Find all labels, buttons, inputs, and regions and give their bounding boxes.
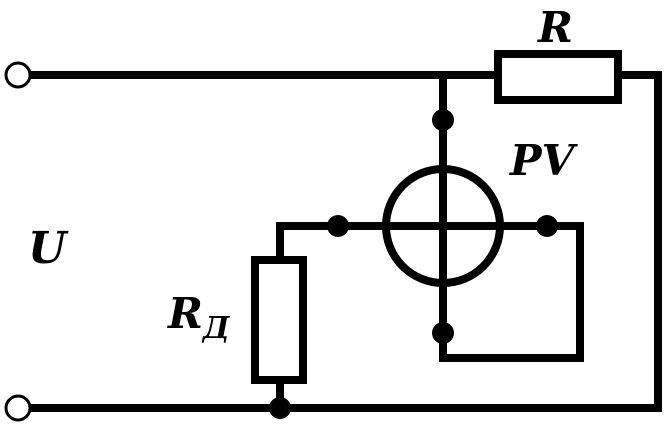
label-rd-main: R: [167, 289, 203, 338]
junction-dot: [432, 322, 454, 344]
wire-voltmeter-left: [276, 222, 390, 264]
junction-dot: [327, 215, 349, 237]
label-pv: PV: [509, 136, 579, 185]
resistor-r: [494, 50, 622, 104]
label-rd-subscript: Д: [201, 311, 231, 346]
label-rd: RД: [167, 289, 231, 346]
wires: [26, 71, 662, 412]
resistor-rd: [251, 256, 307, 384]
junction-dot: [432, 109, 454, 131]
junction-dots: [269, 109, 558, 419]
wire-right: [614, 71, 662, 412]
label-r: R: [537, 3, 573, 52]
junction-dot: [536, 215, 558, 237]
junction-dot: [269, 397, 291, 419]
terminal-top: [4, 61, 32, 89]
voltmeter-pv: [382, 165, 504, 287]
terminal-bottom: [4, 394, 32, 422]
label-u: U: [28, 223, 69, 274]
